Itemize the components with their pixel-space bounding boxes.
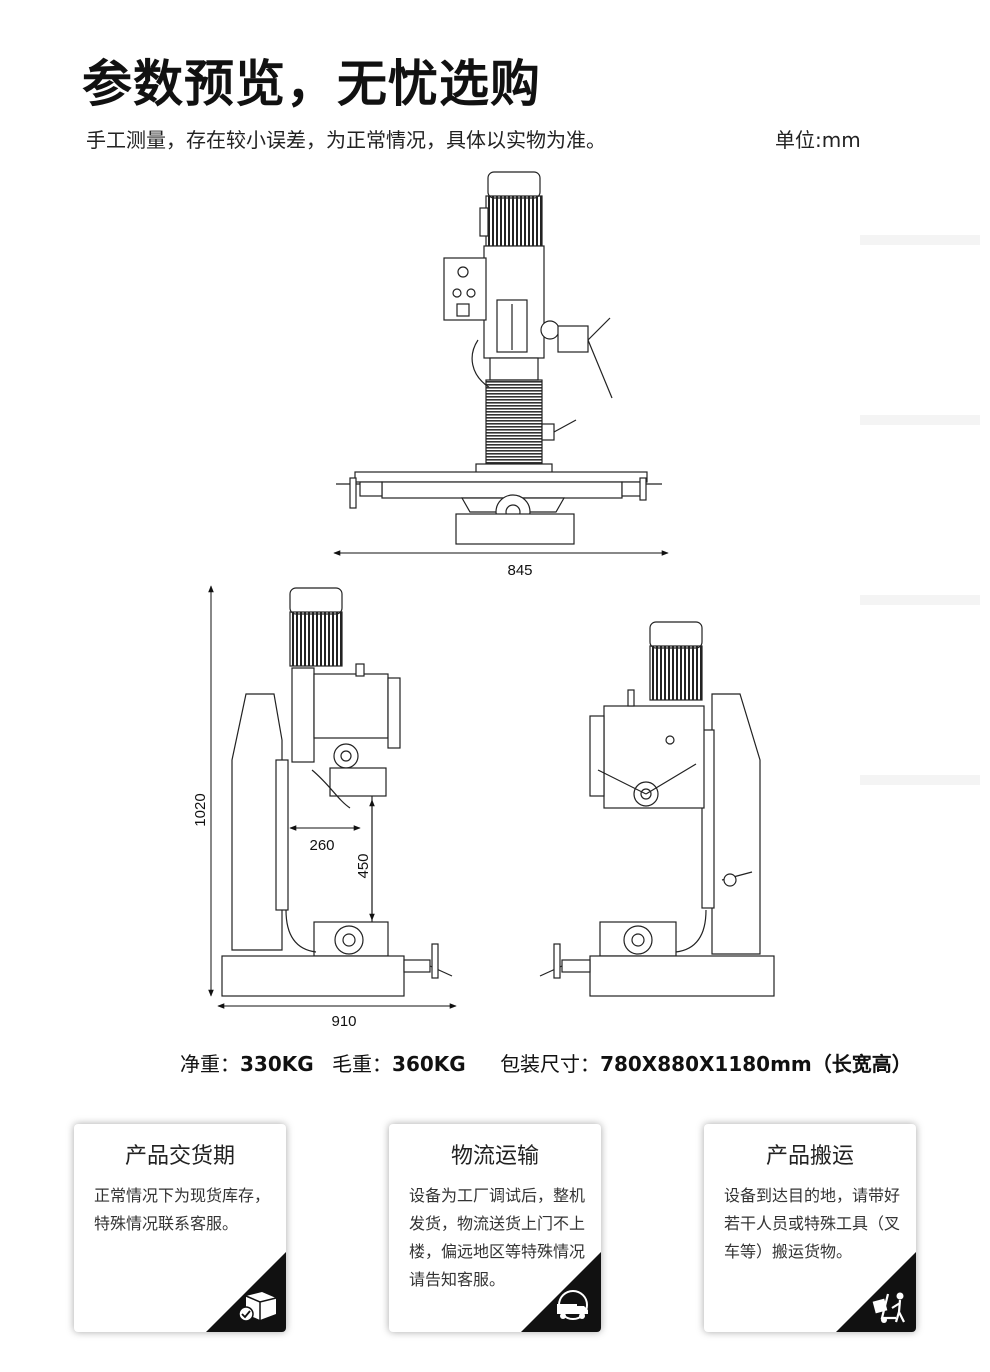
hand-truck-icon [872,1292,905,1323]
card-body: 正常情况下为现货库存，特殊情况联系客服。 [94,1186,271,1233]
card-title: 物流运输 [450,1144,539,1169]
card-corner [521,1252,601,1332]
card-body: 设备为工厂调试后，整机发货，物流送货上门不上楼，偏远地区等特殊情况请告知客服。 [409,1186,586,1289]
machine-drawing: 845 1020 260 450 910 [192,171,980,1030]
net-weight-value: 330KG [240,1052,314,1076]
weight-package-specs: 净重：330KG 毛重：360KG 包装尺寸：780X880X1180mm（长宽… [180,1048,912,1077]
card-title: 产品搬运 [765,1144,854,1169]
gross-weight-value: 360KG [392,1052,466,1076]
dim-throat-depth: 260 [309,837,334,854]
unit-label: 单位:mm [775,128,861,152]
background-watermark [860,235,980,785]
dim-height-total: 1020 [192,793,209,826]
delivery-card: 产品交货期 正常情况下为现货库存，特殊情况联系客服。 [74,1124,286,1332]
logistics-card: 物流运输 设备为工厂调试后，整机发货，物流送货上门不上楼，偏远地区等特殊情况请告… [389,1124,601,1332]
side-view-right [539,621,775,997]
handling-card: 产品搬运 设备到达目的地，请带好若干人员或特殊工具（叉车等）搬运货物。 [704,1124,916,1332]
package-size-value: 780X880X1180mm（长宽高） [600,1052,912,1076]
dim-depth-side: 910 [331,1013,356,1030]
card-title: 产品交货期 [124,1144,235,1169]
gross-weight-label: 毛重： [332,1052,393,1076]
dim-spindle-to-table: 450 [355,853,372,878]
card-body: 设备到达目的地，请带好若干人员或特殊工具（叉车等）搬运货物。 [724,1186,901,1261]
measurement-note: 手工测量，存在较小误差，为正常情况，具体以实物为准。 [86,128,606,152]
dim-width-front: 845 [507,562,532,579]
page-title: 参数预览，无忧选购 [82,55,541,113]
box-check-icon [238,1292,277,1322]
package-size-label: 包装尺寸： [500,1052,601,1076]
front-view [336,171,662,545]
net-weight-label: 净重： [180,1052,240,1076]
fast-truck-icon [557,1290,588,1320]
side-view-left [221,587,453,997]
